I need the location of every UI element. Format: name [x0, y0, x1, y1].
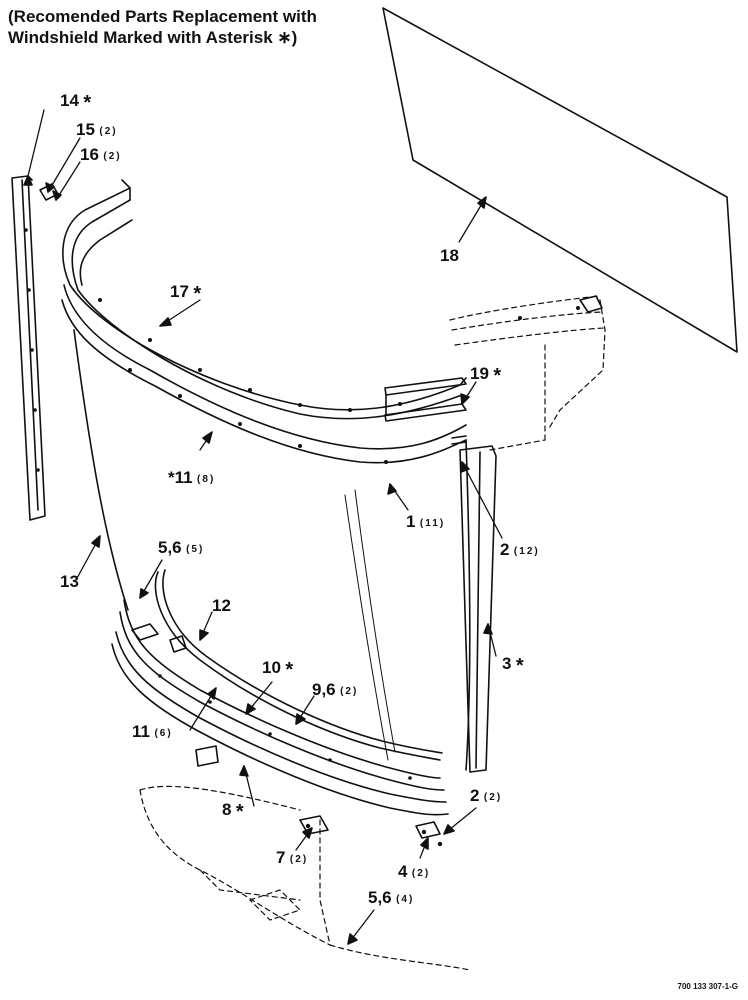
- callout-asterisk: *: [193, 283, 202, 305]
- callout-c12: 12: [212, 596, 231, 616]
- callout-asterisk: *: [235, 801, 244, 823]
- leader-arrowheads: [23, 175, 493, 945]
- lower-retainer-strips: [111, 599, 449, 816]
- callout-c4: 4 (2): [398, 862, 430, 882]
- callout-number: 18: [440, 246, 459, 265]
- callout-number: 8: [222, 800, 232, 819]
- callout-quantity: (2): [289, 854, 309, 865]
- curved-glass-body: [73, 329, 471, 771]
- callout-c96: 9,6 (2): [312, 680, 358, 700]
- callout-quantity: (11): [419, 518, 446, 529]
- callout-number: 1: [406, 512, 416, 531]
- callout-number: *11: [168, 468, 193, 487]
- bottom-curved-seal: [154, 569, 443, 761]
- callout-c3: 3 *: [502, 654, 524, 678]
- callout-quantity: (8): [197, 474, 216, 485]
- callout-number: 4: [398, 862, 408, 881]
- callout-c14: 14 *: [60, 91, 91, 115]
- callout-asterisk: *: [515, 655, 524, 677]
- retainer-band-upper: [61, 284, 467, 464]
- callout-asterisk: *: [83, 92, 92, 114]
- callout-number: 15: [76, 120, 95, 139]
- cab-floor-outline: [139, 785, 471, 971]
- callout-number: 5,6: [368, 888, 392, 907]
- callout-number: 14: [60, 91, 79, 110]
- callout-number: 5,6: [158, 538, 182, 557]
- callout-number: 10: [262, 658, 281, 677]
- callout-quantity: (5): [186, 544, 205, 555]
- callout-c8: 8 *: [222, 800, 244, 824]
- callout-quantity: (12): [513, 546, 540, 557]
- callout-number: 16: [80, 145, 99, 164]
- callout-number: 2: [470, 786, 480, 805]
- cab-frame-outline: [449, 295, 606, 451]
- drawing-code: 700 133 307-1-G: [677, 982, 739, 991]
- callout-quantity: (6): [154, 728, 173, 739]
- right-retainer-strip: [384, 377, 467, 422]
- callout-quantity: (2): [411, 868, 431, 879]
- mounting-brackets: [195, 745, 443, 847]
- callout-quantity: (4): [396, 894, 415, 905]
- upper-retainer-strip: [62, 179, 467, 420]
- callout-number: 19: [470, 364, 489, 383]
- callout-number: 12: [212, 596, 231, 615]
- callout-number: 11: [132, 722, 150, 741]
- callout-c11b: 11 (6): [132, 722, 173, 742]
- callout-number: 9,6: [312, 680, 336, 699]
- callout-c16: 16 (2): [80, 145, 122, 165]
- callout-number: 3: [502, 654, 512, 673]
- callout-quantity: (2): [103, 151, 122, 162]
- callout-c56a: 5,6 (5): [158, 538, 204, 558]
- callout-number: 17: [170, 282, 189, 301]
- callout-c10: 10 *: [262, 658, 293, 682]
- callout-c18: 18: [440, 246, 459, 266]
- callout-number: 7: [276, 848, 286, 867]
- callout-c13: 13: [60, 572, 79, 592]
- callout-c19: 19 *: [470, 364, 501, 388]
- callout-asterisk: *: [285, 659, 294, 681]
- callout-c11a: *11 (8): [168, 468, 215, 488]
- callout-c1: 1 (11): [406, 512, 445, 532]
- callout-c17: 17 *: [170, 282, 201, 306]
- callout-c56b: 5,6 (4): [368, 888, 414, 908]
- right-vertical-post: [451, 435, 497, 773]
- callout-c2a: 2 (12): [500, 540, 540, 560]
- callout-c7: 7 (2): [276, 848, 308, 868]
- callout-quantity: (2): [340, 686, 359, 697]
- callout-number: 2: [500, 540, 510, 559]
- callout-asterisk: *: [493, 365, 502, 387]
- callout-number: 13: [60, 572, 79, 591]
- callout-quantity: (2): [99, 126, 118, 137]
- callout-c2b: 2 (2): [470, 786, 502, 806]
- callout-quantity: (2): [483, 792, 503, 803]
- left-post: [11, 175, 59, 521]
- parts-replacement-note: (Recomended Parts Replacement with Winds…: [8, 7, 317, 47]
- windshield-glass-panel: [382, 7, 738, 353]
- callout-c15: 15 (2): [76, 120, 118, 140]
